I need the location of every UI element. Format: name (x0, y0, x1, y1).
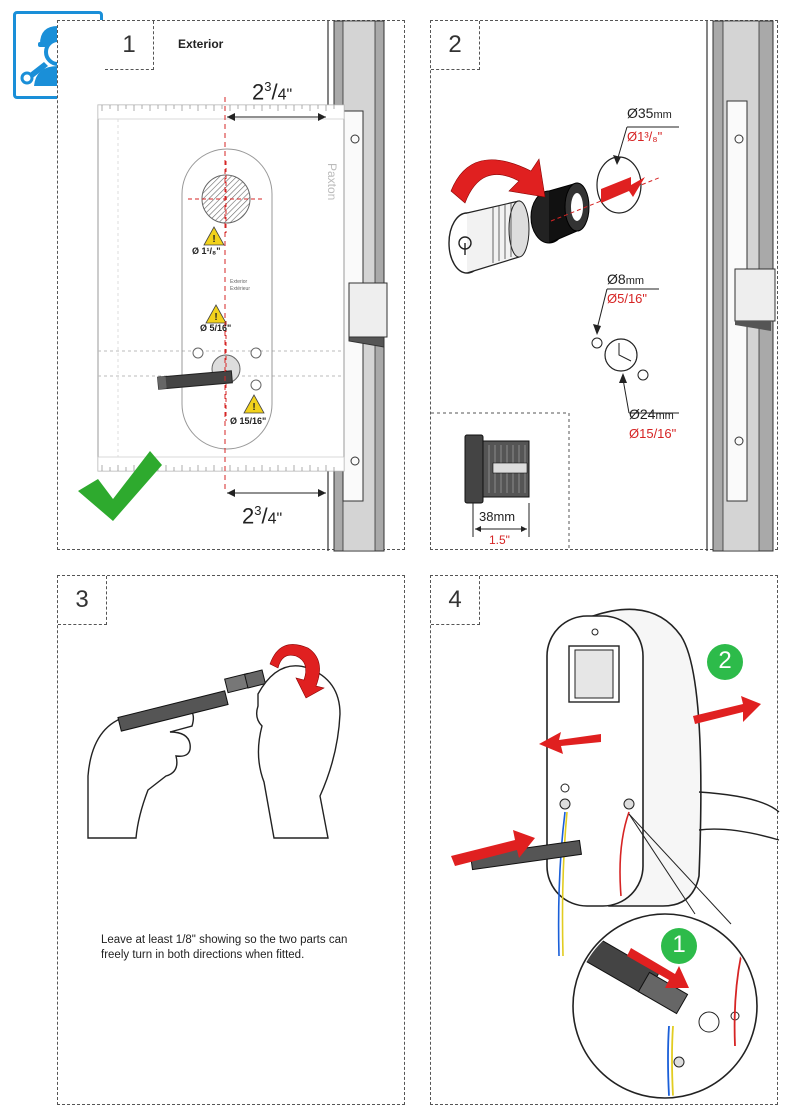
hole-small-label: Ø 5/16" (200, 323, 232, 333)
svg-text:!: ! (214, 312, 217, 323)
panel-2-illustration (431, 20, 776, 552)
template-faceplate-outline (181, 148, 273, 450)
ruler-ticks (101, 105, 335, 471)
step-number: 1 (105, 21, 154, 70)
dimension-top: 23/4" (252, 79, 293, 105)
instruction-note: Leave at least 1/8" showing so the two p… (101, 934, 348, 961)
svg-text:!: ! (212, 234, 215, 245)
dimension-bottom: 23/4" (242, 503, 283, 529)
inset-box (431, 412, 570, 551)
panel-1-illustration: ! ! ! Paxton (78, 20, 388, 552)
rotate-arrow (269, 644, 325, 699)
panel-2: 2 (430, 20, 778, 552)
panel-1: 1 Exterior (57, 20, 405, 552)
step-badge-1-label: 1 (672, 931, 686, 958)
right-hand (255, 665, 341, 839)
d24-label: Ø24mm (629, 406, 674, 422)
panel-title: Exterior (178, 37, 224, 51)
spindle-hole (604, 338, 638, 372)
panel-3-illustration (87, 644, 341, 839)
latch (734, 268, 776, 322)
svg-text:!: ! (252, 402, 255, 413)
step-badge-2 (707, 644, 743, 680)
slide-right-arrow (693, 696, 761, 724)
d35-label: Ø35mm (627, 105, 672, 121)
slide-left-arrow (539, 732, 601, 754)
panel-4-illustration (451, 608, 780, 1099)
d8-inch-label: Ø5/16" (607, 291, 648, 306)
warning-icon: ! (203, 226, 225, 246)
euro-cylinder (448, 200, 530, 274)
step-number: 4 (431, 576, 480, 625)
check-mark-icon (78, 451, 162, 521)
step-badge-2-label: 2 (718, 647, 732, 674)
panel-4: 4 (430, 575, 780, 1105)
d24-inch-label: Ø15/16" (629, 426, 677, 441)
step-number: 2 (431, 21, 480, 70)
hole-spindle-label: Ø 15/16" (230, 416, 267, 426)
step-badge-1 (661, 928, 697, 964)
latch (348, 282, 388, 338)
length-mm-label: 38mm (479, 509, 516, 524)
rotate-arrow (450, 158, 546, 204)
hole-large-label: Ø 1¹/₈" (192, 246, 221, 256)
left-hand (87, 707, 195, 839)
cylinder-side-view (464, 434, 530, 504)
warning-icon: ! (205, 304, 227, 324)
panel-3: 3 Leave at least 1/8" showing so the two… (57, 575, 405, 1105)
warning-icon: ! (243, 394, 265, 414)
spindle (117, 669, 267, 732)
push-arrow (451, 830, 535, 866)
template-brand: Paxton (325, 163, 339, 200)
d35-inch-label: Ø1³/₈" (627, 129, 663, 144)
insert-arrow (627, 948, 689, 988)
d8-label: Ø8mm (607, 271, 645, 287)
length-inch-label: 1.5" (489, 533, 510, 547)
drilling-template (97, 104, 345, 472)
rose-ring (530, 182, 590, 244)
screw-hole-small (591, 337, 603, 349)
step-number: 3 (58, 576, 107, 625)
